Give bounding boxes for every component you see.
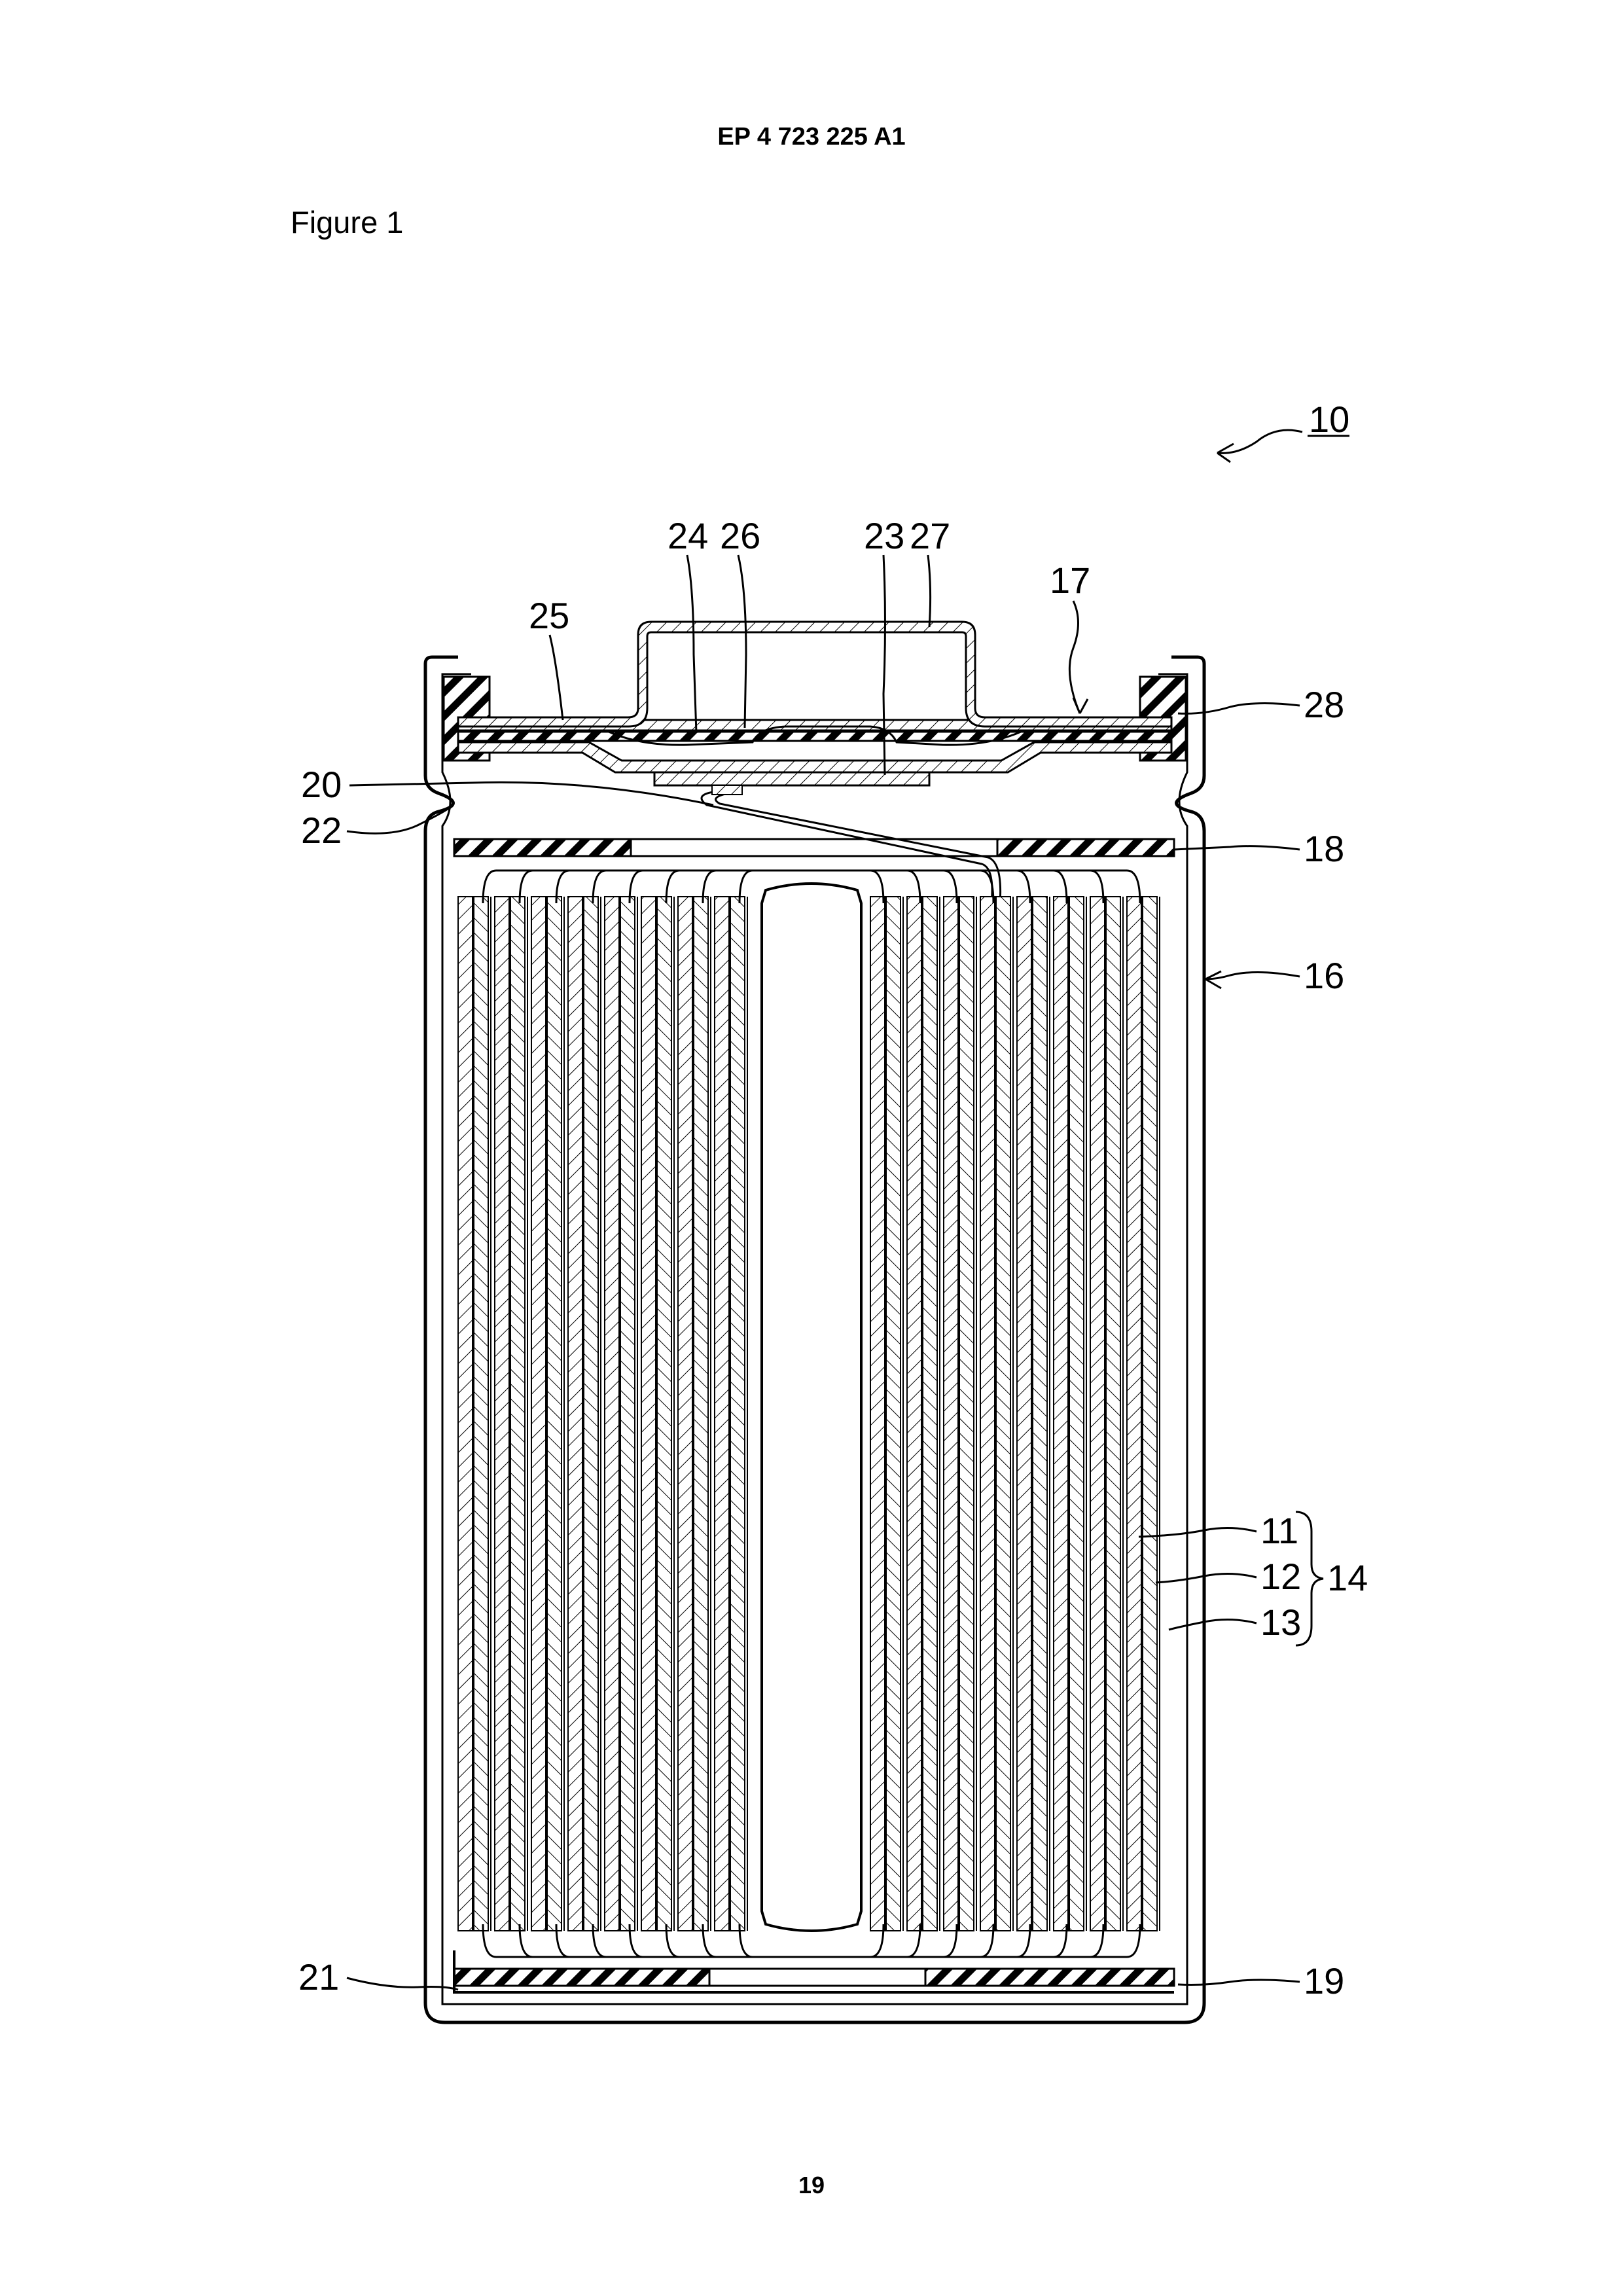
positive-electrode-strip xyxy=(715,897,729,1931)
negative-electrode-strip xyxy=(547,897,562,1931)
leader-18 xyxy=(1174,846,1300,850)
positive-electrode-strip xyxy=(678,897,692,1931)
leader-19 xyxy=(1178,1980,1300,1985)
leader-23 xyxy=(883,555,885,775)
ref-13: 13 xyxy=(1260,1602,1301,1643)
ref-26: 26 xyxy=(720,515,760,556)
negative-electrode-strip xyxy=(474,897,488,1931)
negative-electrode-strip xyxy=(886,897,901,1931)
ref-23: 23 xyxy=(864,515,904,556)
positive-lead-weld xyxy=(712,785,742,795)
ref-17: 17 xyxy=(1050,560,1090,601)
positive-electrode-strip xyxy=(641,897,656,1931)
leader-12 xyxy=(1156,1573,1257,1583)
lower-insulating-plate-left xyxy=(454,1969,709,1986)
leader-16 xyxy=(1205,972,1300,979)
positive-electrode-strip xyxy=(605,897,619,1931)
ref-18: 18 xyxy=(1304,828,1344,869)
leader-22 xyxy=(347,806,452,833)
negative-electrode-strip xyxy=(996,897,1010,1931)
insulating-member xyxy=(458,732,1171,741)
ref-27: 27 xyxy=(910,515,950,556)
lower-vent-member xyxy=(458,742,1171,772)
negative-electrode-strip xyxy=(620,897,635,1931)
positive-electrode-strip xyxy=(1090,897,1105,1931)
ref-25: 25 xyxy=(529,595,569,636)
positive-electrode-strip xyxy=(1054,897,1068,1931)
positive-electrode-strip xyxy=(458,897,473,1931)
upper-insulating-plate-right xyxy=(997,839,1174,856)
leader-24 xyxy=(687,555,696,733)
negative-electrode-strip xyxy=(959,897,974,1931)
negative-electrode-strip xyxy=(657,897,671,1931)
negative-electrode-strip xyxy=(1106,897,1120,1931)
lower-insulating-plate-right xyxy=(925,1969,1174,1986)
upper-insulating-plate-left xyxy=(454,839,631,856)
leader-25 xyxy=(550,635,563,720)
cap xyxy=(458,622,1171,726)
negative-electrode-strip xyxy=(923,897,937,1931)
winding-core xyxy=(762,884,861,1931)
leader-13 xyxy=(1169,1619,1257,1630)
negative-electrode-strip xyxy=(730,897,745,1931)
negative-electrode-strip xyxy=(1069,897,1084,1931)
leader-28 xyxy=(1178,703,1300,713)
positive-electrode-strip xyxy=(531,897,546,1931)
ref-22: 22 xyxy=(301,810,342,851)
ref-10: 10 xyxy=(1309,399,1349,440)
positive-electrode-strip xyxy=(944,897,958,1931)
positive-electrode-strip xyxy=(907,897,921,1931)
internal-terminal-plate xyxy=(654,772,929,785)
positive-electrode-strip xyxy=(495,897,509,1931)
positive-electrode-strip xyxy=(870,897,885,1931)
ref-20: 20 xyxy=(301,764,342,805)
positive-electrode-strip xyxy=(568,897,582,1931)
leader-27 xyxy=(928,555,931,627)
positive-electrode-strip xyxy=(1017,897,1031,1931)
ref-21: 21 xyxy=(298,1956,339,1998)
negative-electrode-strip xyxy=(1143,897,1157,1931)
ref-28: 28 xyxy=(1304,684,1344,725)
negative-electrode-strip xyxy=(694,897,708,1931)
ref-19: 19 xyxy=(1304,1960,1344,2001)
leader-10 xyxy=(1217,430,1302,453)
leader-17 xyxy=(1069,601,1080,713)
negative-electrode-strip xyxy=(1033,897,1047,1931)
ref-24: 24 xyxy=(668,515,708,556)
ref-14: 14 xyxy=(1327,1557,1368,1598)
positive-electrode-strip xyxy=(980,897,995,1931)
positive-electrode-strip xyxy=(1127,897,1141,1931)
negative-electrode-strip xyxy=(510,897,525,1931)
ref-16: 16 xyxy=(1304,955,1344,996)
negative-electrode-strip xyxy=(584,897,598,1931)
ref-11: 11 xyxy=(1260,1510,1298,1551)
leader-26 xyxy=(738,555,746,728)
ref-12: 12 xyxy=(1260,1556,1301,1597)
arrow-16 xyxy=(1205,971,1221,988)
